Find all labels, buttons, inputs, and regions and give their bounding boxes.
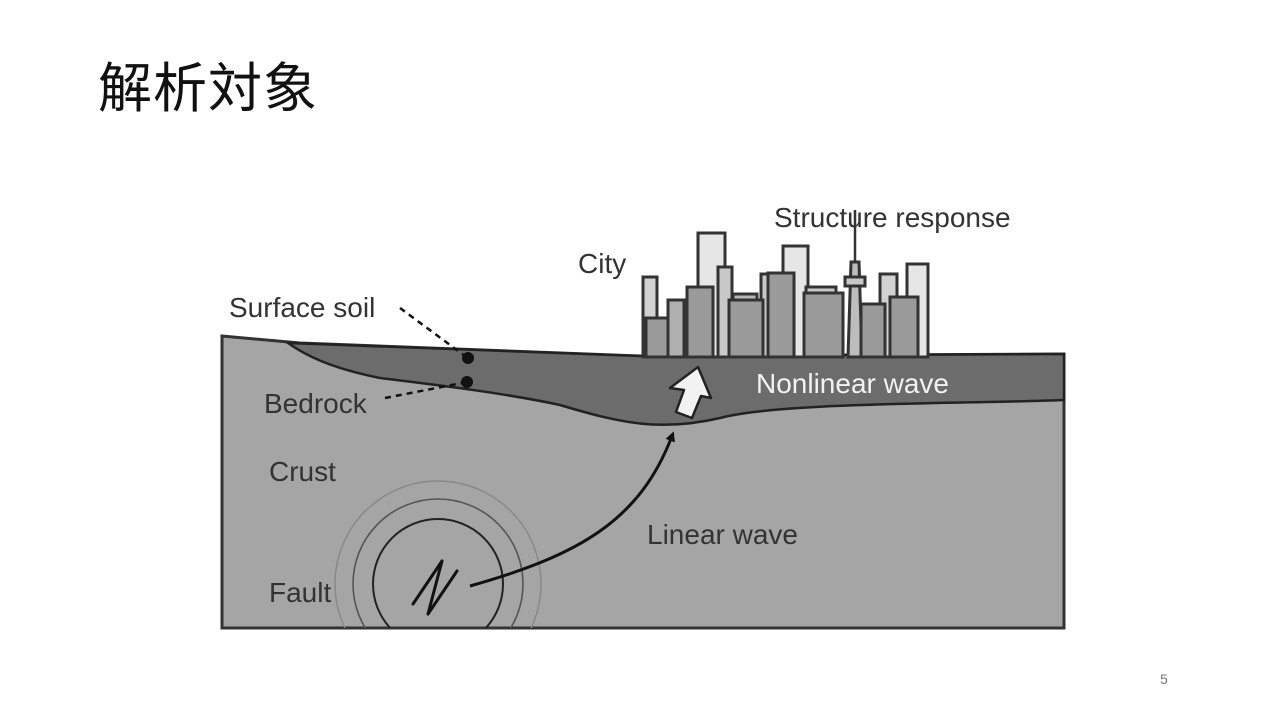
label-city: City: [578, 248, 626, 279]
fault-symbol-icon: [411, 559, 459, 616]
label-bedrock: Bedrock: [264, 388, 368, 419]
slide-title: 解析対象: [98, 57, 318, 120]
city-skyline: [641, 210, 930, 359]
label-fault: Fault: [269, 577, 331, 608]
label-crust: Crust: [269, 456, 336, 487]
page-number: 5: [1160, 671, 1168, 687]
label-linear-wave: Linear wave: [647, 519, 798, 550]
bedrock-leader: [384, 376, 473, 400]
surface-soil-leader: [399, 306, 474, 364]
label-nonlinear-wave: Nonlinear wave: [756, 368, 949, 399]
label-structure-response: Structure response: [774, 202, 1011, 233]
linear-wave-arrow: [469, 431, 675, 588]
label-surface-soil: Surface soil: [229, 292, 375, 323]
fault-wave-circles: [334, 480, 542, 628]
nonlinear-wave-arrow-icon: [668, 365, 713, 420]
